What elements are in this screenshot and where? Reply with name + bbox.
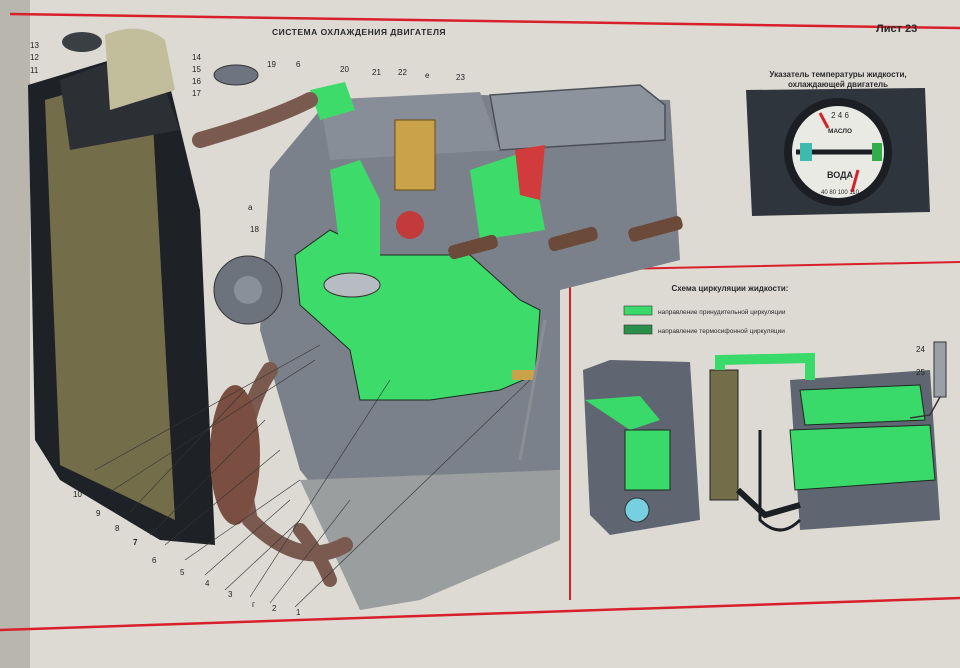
callout-label: 9 <box>96 509 101 518</box>
callout-label: 10 <box>73 490 82 499</box>
head-section-red <box>515 145 545 200</box>
callout-label: 16 <box>192 77 201 86</box>
callout-label: 8 <box>115 524 120 533</box>
top-red-line <box>9 12 960 30</box>
callout-label: 4 <box>205 579 210 588</box>
fan-blade <box>210 385 260 525</box>
callout-label: 20 <box>340 65 349 74</box>
bottom-red-line <box>0 596 960 632</box>
water-scale-numbers: 40 80 100 110 <box>821 190 860 196</box>
upper-outlet-jacket <box>310 82 355 120</box>
pump-impeller-red <box>396 211 424 239</box>
callout-label: 7 <box>133 538 138 547</box>
drain-cock <box>512 370 536 380</box>
oil-pan-shadow <box>300 470 560 610</box>
radiator-core <box>45 70 175 520</box>
callout-label: 17 <box>192 89 201 98</box>
spark-plug <box>448 234 498 260</box>
radiator <box>28 28 215 545</box>
spark-plug <box>548 226 598 252</box>
thermostat <box>394 119 436 191</box>
legend-thermosiphon: направление термосифонной циркуляции <box>658 327 785 335</box>
legend-forced: направление принудительной циркуляции <box>658 308 786 316</box>
end-view-jacket-upper <box>585 396 660 430</box>
water-indicator-marker <box>872 143 882 161</box>
valve-cover <box>489 84 666 151</box>
binding-edge <box>0 0 30 668</box>
callout-label: 24 <box>916 345 925 354</box>
upper-radiator-hose <box>192 92 318 148</box>
callouts-top: 13 12 11 14 15 16 17 19 6 20 21 22 е 23 … <box>30 41 465 234</box>
oil-scale-numbers: 2 4 6 <box>831 111 849 120</box>
temperature-gauge-panel: Указатель температуры жидкости, охлаждаю… <box>746 70 930 216</box>
sensor-wire <box>909 396 941 419</box>
water-label: ВОДА <box>827 170 854 180</box>
expansion-tank <box>105 28 175 111</box>
heater-hose <box>293 523 337 587</box>
scheme-title: Схема циркуляции жидкости: <box>672 284 789 293</box>
callout-label: 19 <box>267 60 276 69</box>
scheme-upper-hose <box>715 352 815 380</box>
side-jacket-block <box>789 424 936 491</box>
head-jacket-left <box>330 160 380 260</box>
callout-label: 18 <box>250 225 259 234</box>
leader-lines <box>94 344 531 608</box>
callouts-bottom: 10 9 8 7 6 5 4 3 г 2 1 <box>73 490 301 617</box>
pump-hub <box>234 276 262 304</box>
sheet-number: Лист 23 <box>876 23 917 35</box>
callout-label: 12 <box>30 53 39 62</box>
callout-label: 11 <box>30 66 39 75</box>
callout-label: 21 <box>372 68 381 77</box>
thermosiphon-circulation-swatch <box>623 324 653 335</box>
end-view-pulley <box>624 497 650 523</box>
spark-plug <box>628 216 683 242</box>
dipstick <box>518 319 547 461</box>
scheme-lower-hose <box>735 487 801 519</box>
callout-label: 14 <box>192 53 201 62</box>
cylinder-bore <box>323 272 381 298</box>
callout-label: 23 <box>456 73 465 82</box>
scheme-bypass-line <box>758 430 802 532</box>
oil-label: МАСЛО <box>828 128 852 135</box>
callout-label: е <box>425 71 430 80</box>
callout-label: а <box>248 203 253 212</box>
end-view-jacket-lower <box>624 429 671 491</box>
forced-circulation-swatch <box>623 305 653 316</box>
callout-label: 22 <box>398 68 407 77</box>
oil-indicator-marker <box>800 143 812 161</box>
callout-label: 2 <box>272 604 277 613</box>
side-jacket-head <box>799 384 926 426</box>
callout-label: г <box>252 600 255 609</box>
circulation-scheme: Схема циркуляции жидкости: направление п… <box>583 284 947 535</box>
callout-label: 5 <box>180 568 185 577</box>
gauge-caption-line2: охлаждающей двигатель <box>788 80 888 89</box>
poster-title: СИСТЕМА ОХЛАЖДЕНИЯ ДВИГАТЕЛЯ <box>272 27 446 37</box>
oil-filler-cap <box>213 64 259 86</box>
oil-needle <box>818 112 830 129</box>
engine-illustration <box>213 64 683 610</box>
callout-label: 6 <box>152 556 157 565</box>
water-needle <box>850 169 860 193</box>
callout-label: 13 <box>30 41 39 50</box>
callout-label: 1 <box>296 608 301 617</box>
gauge-caption-line1: Указатель температуры жидкости, <box>769 70 906 79</box>
callout-label: 6 <box>296 60 301 69</box>
radiator-cap <box>62 32 102 52</box>
scheme-radiator <box>709 369 739 501</box>
callout-label: 3 <box>228 590 233 599</box>
callout-label: 25 <box>916 368 925 377</box>
temperature-sensor <box>933 341 947 398</box>
callout-label: 15 <box>192 65 201 74</box>
